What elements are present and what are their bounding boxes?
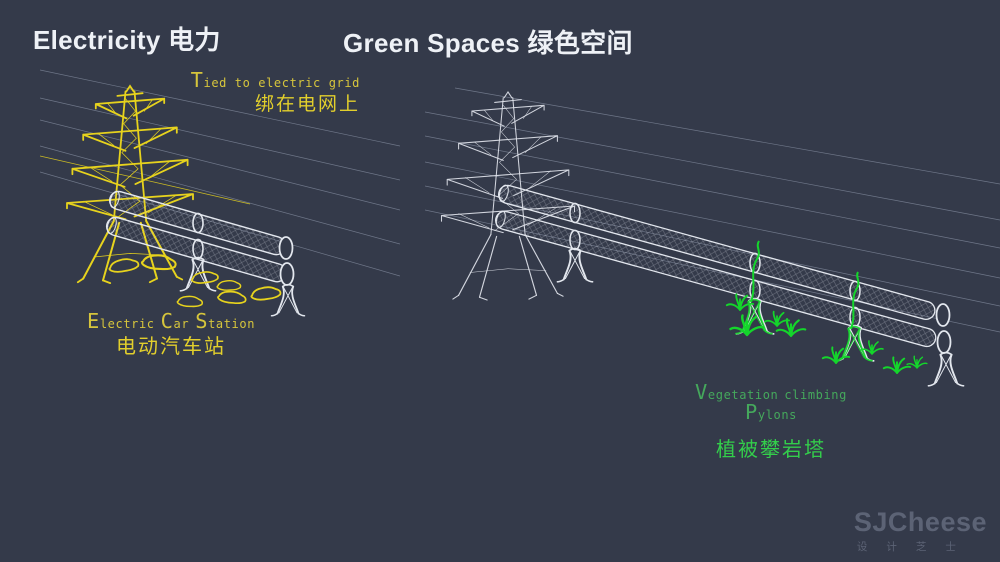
transit-tubes xyxy=(495,184,937,348)
station-label-zh: 电动汽车站 xyxy=(116,335,226,358)
grid-label-en: Tied to electric grid xyxy=(158,70,360,91)
grid-label-cap: T xyxy=(190,68,204,92)
grid-label-zh: 绑在电网上 xyxy=(254,93,360,115)
power-cables xyxy=(40,69,400,277)
left-section-title: Electricity 电力 xyxy=(33,25,221,55)
electricity-illustration xyxy=(40,69,400,317)
grid-label-rest: ied to electric grid xyxy=(203,76,360,90)
green-spaces-illustration xyxy=(425,87,1000,387)
tube-support-bands xyxy=(192,212,204,260)
vegetation-label-zh: 植被攀岩塔 xyxy=(716,438,826,461)
vegetation-label-en-line2: Pylons xyxy=(744,399,797,424)
watermark-brand-zh: 设计芝士 xyxy=(856,541,975,553)
watermark: SJCheese 设计芝士 xyxy=(854,509,987,554)
right-section-title: Green Spaces 绿色空间 xyxy=(343,28,633,58)
climbing-vegetation xyxy=(734,240,874,362)
tube-support-stand xyxy=(927,351,965,387)
tube-end-rings xyxy=(278,236,295,286)
grid-label: Tied to electric grid 绑在电网上 xyxy=(158,70,360,116)
watermark-brand: SJCheese xyxy=(853,507,987,537)
tube-support-stand xyxy=(556,247,594,283)
tube-end-rings xyxy=(935,303,952,354)
power-cables xyxy=(425,87,1000,333)
